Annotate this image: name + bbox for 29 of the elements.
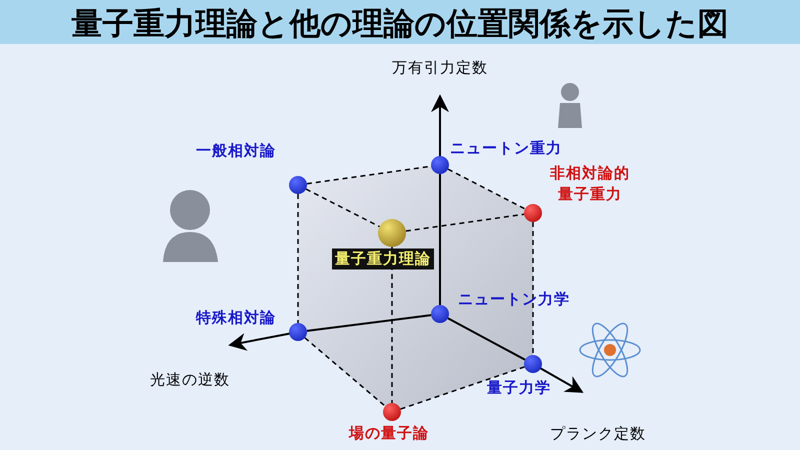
node-label: 量子力学 xyxy=(487,378,551,398)
dashed-cube-edge xyxy=(306,188,380,228)
dashed-cube-edge xyxy=(304,337,386,407)
axis-label: プランク定数 xyxy=(550,424,646,444)
node-label: 場の量子論 xyxy=(349,424,429,443)
node-sphere xyxy=(289,323,307,341)
node-sphere xyxy=(524,355,542,373)
node-label: 量子重力理論 xyxy=(332,248,434,270)
dashed-cube-edge xyxy=(406,214,524,232)
cube-edge xyxy=(306,314,432,332)
node-label: ニュートン重力 xyxy=(450,139,562,158)
dashed-cube-edge xyxy=(532,222,534,355)
cube-edge xyxy=(447,317,526,361)
node-label: 非相対論的量子重力 xyxy=(549,163,631,205)
axis-label: 光速の逆数 xyxy=(150,370,230,390)
node-label: ニュートン力学 xyxy=(458,290,570,309)
dashed-cube-edge xyxy=(391,247,393,403)
dashed-cube-edge xyxy=(400,366,525,410)
cube-edge xyxy=(439,174,441,305)
node-sphere xyxy=(431,156,449,174)
dashed-cube-edge xyxy=(297,194,299,323)
node-sphere xyxy=(289,176,307,194)
title: 量子重力理論と他の理論の位置関係を示した図 xyxy=(70,5,730,44)
node-label: 特殊相対論 xyxy=(196,308,276,328)
node-label: 一般相対論 xyxy=(196,142,276,160)
node-sphere xyxy=(524,204,542,222)
node-sphere xyxy=(383,403,401,421)
dashed-cube-edge xyxy=(448,168,526,210)
axis-label: 万有引力定数 xyxy=(392,58,488,78)
